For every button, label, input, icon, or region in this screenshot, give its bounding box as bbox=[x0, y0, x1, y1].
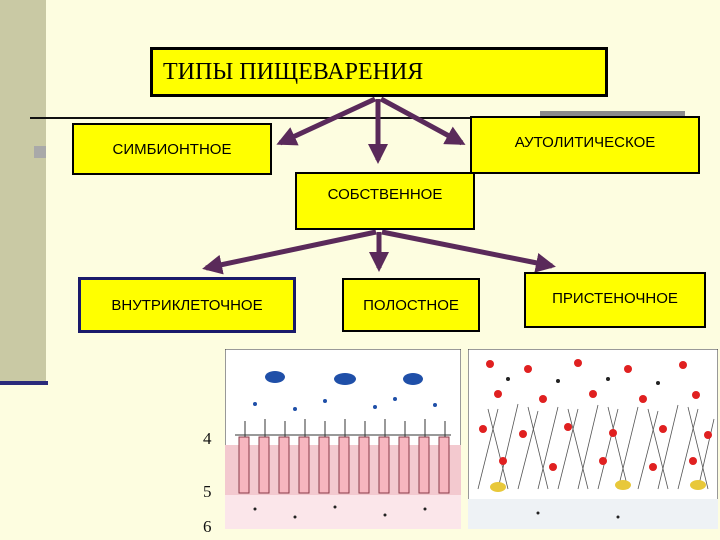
sidebar-rule bbox=[0, 381, 48, 385]
arrow-to-parietal bbox=[381, 229, 556, 273]
title-underline bbox=[30, 117, 690, 119]
figure-label-4: 4 bbox=[203, 429, 212, 448]
villi-illustration bbox=[225, 349, 461, 529]
node-own: СОБСТВЕННОЕ bbox=[295, 172, 475, 230]
bullet-marker bbox=[34, 146, 46, 158]
diagram-title: ТИПЫ ПИЩЕВАРЕНИЯ bbox=[150, 47, 608, 97]
node-parietal: ПРИСТЕНОЧНОЕ bbox=[524, 272, 706, 328]
node-symbiotic: СИМБИОНТНОЕ bbox=[72, 123, 272, 175]
node-cavity: ПОЛОСТНОЕ bbox=[342, 278, 480, 332]
node-autolytic: АУТОЛИТИЧЕСКОЕ bbox=[470, 116, 700, 174]
arrow-to-autolytic bbox=[379, 96, 466, 146]
node-intracellular: ВНУТРИКЛЕТОЧНОЕ bbox=[78, 277, 296, 333]
figure-label-6: 6 bbox=[203, 517, 212, 536]
arrow-to-symbiotic bbox=[276, 96, 377, 146]
figure-label-5: 5 bbox=[203, 482, 212, 501]
parietal-digestion-illustration bbox=[468, 349, 718, 529]
sidebar-decoration bbox=[0, 0, 46, 384]
arrow-to-intracellular bbox=[202, 229, 377, 275]
